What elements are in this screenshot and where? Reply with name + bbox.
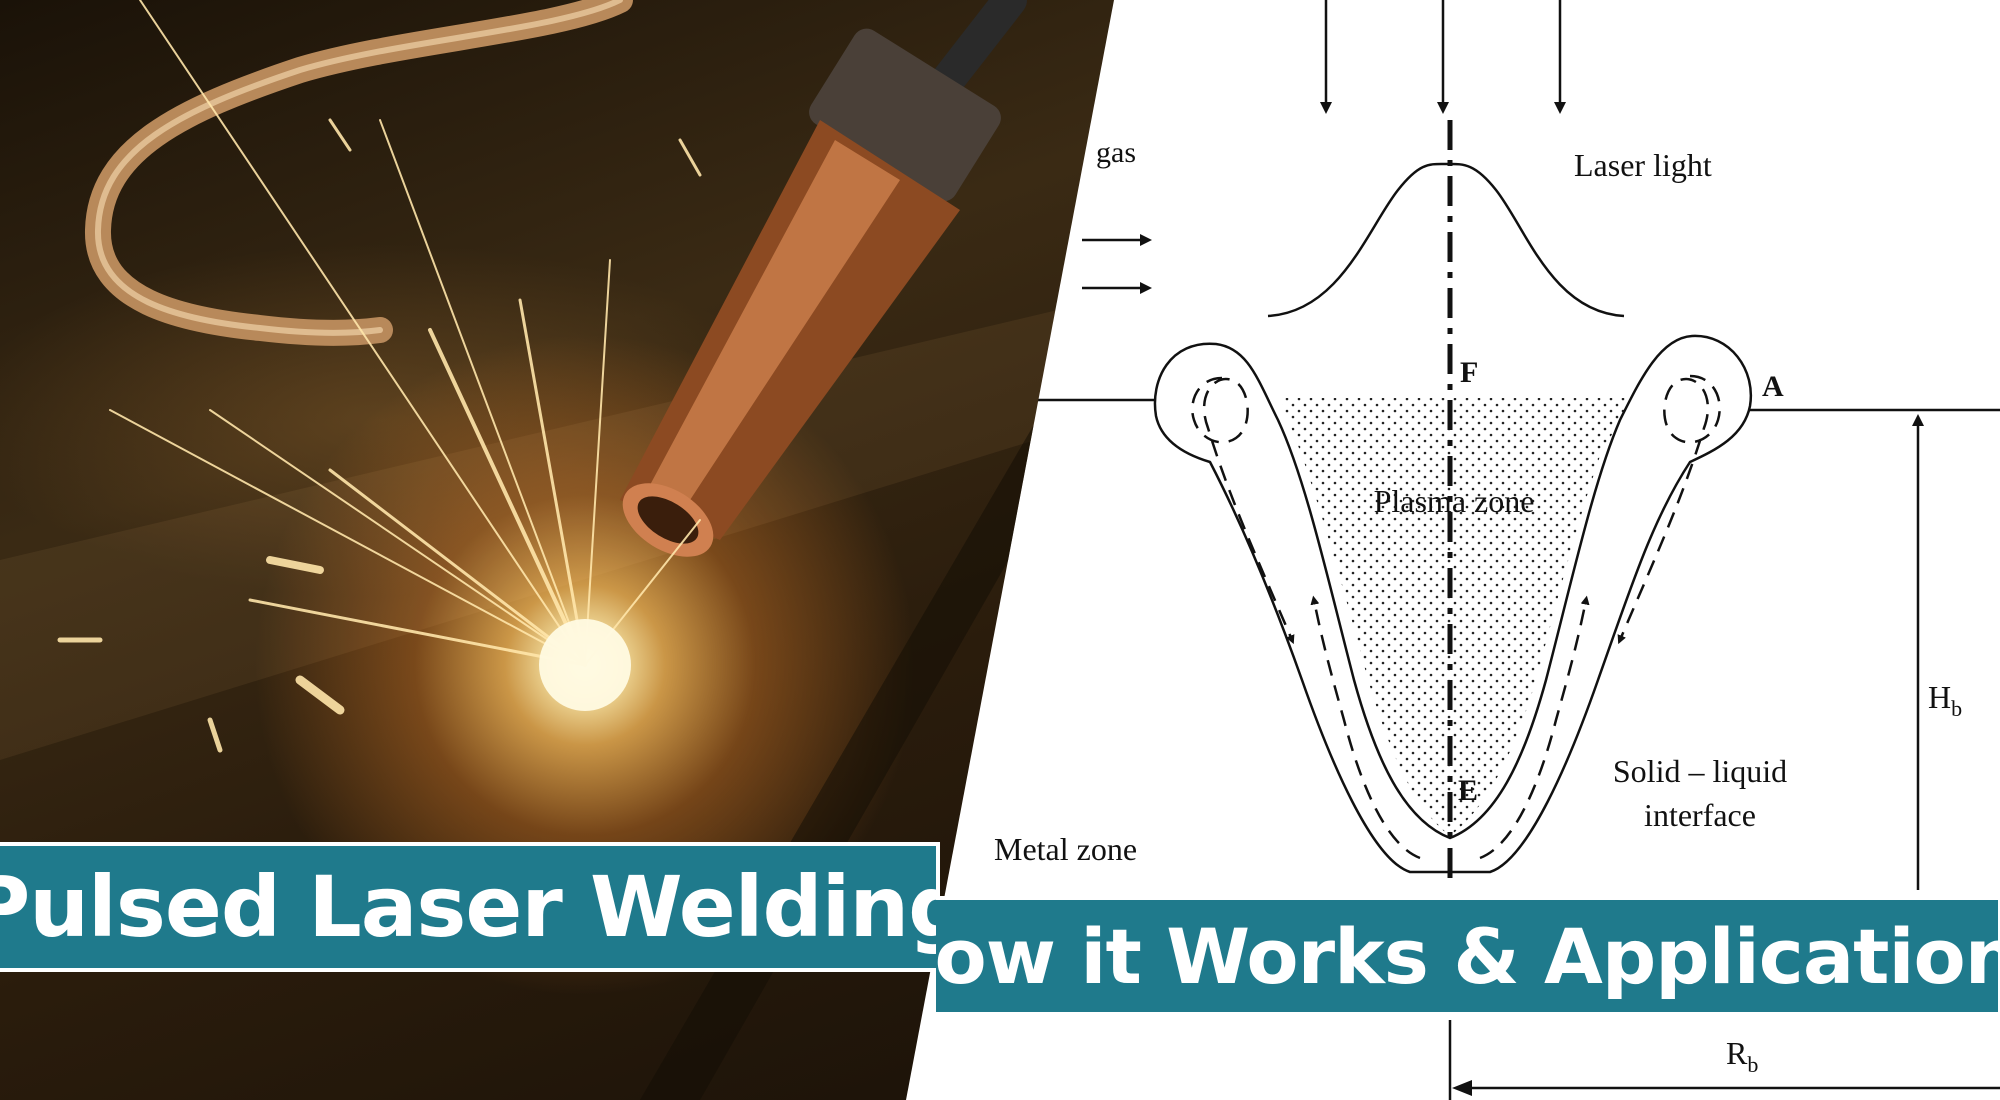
radius-arrow-tip [1452,1080,1472,1096]
height-label: Hb [1928,679,1962,721]
title-secondary-text: How it Works & Applications [936,911,1998,1001]
filler-wire-highlight-icon [94,0,623,336]
plasma-zone-label: Plasma zone [1374,483,1535,519]
solid-liquid-label-line1: Solid – liquid [1613,753,1787,789]
radius-label: Rb [1726,1035,1758,1077]
flow-return-left [1310,595,1421,860]
title-primary-text: Pulsed Laser Welding [0,858,940,956]
filler-wire-icon [84,0,633,346]
point-f-label: F [1460,356,1478,389]
title-banner-secondary: How it Works & Applications [936,896,1998,1016]
title-banner-primary: Pulsed Laser Welding [0,842,940,972]
point-e-label: E [1458,774,1478,807]
spark-streaks-icon [57,0,702,753]
plasma-zone-fill [1280,398,1632,836]
point-a-label: A [1762,370,1784,403]
melt-pool-outer-boundary [1153,334,1753,874]
weld-glow-icon [539,619,631,711]
gas-label: gas [1096,136,1136,169]
flow-loop-left [1191,376,1295,645]
gaussian-beam-profile [1267,162,1625,318]
welding-torch-icon [620,0,1027,557]
laser-light-label: Laser light [1574,147,1712,183]
metal-plate-sheen-icon [0,300,1100,760]
metal-zone-label: Metal zone [994,831,1137,867]
flow-loop-right [1617,374,1721,645]
solid-liquid-label-line2: interface [1644,797,1756,833]
flow-return-right [1479,595,1590,860]
